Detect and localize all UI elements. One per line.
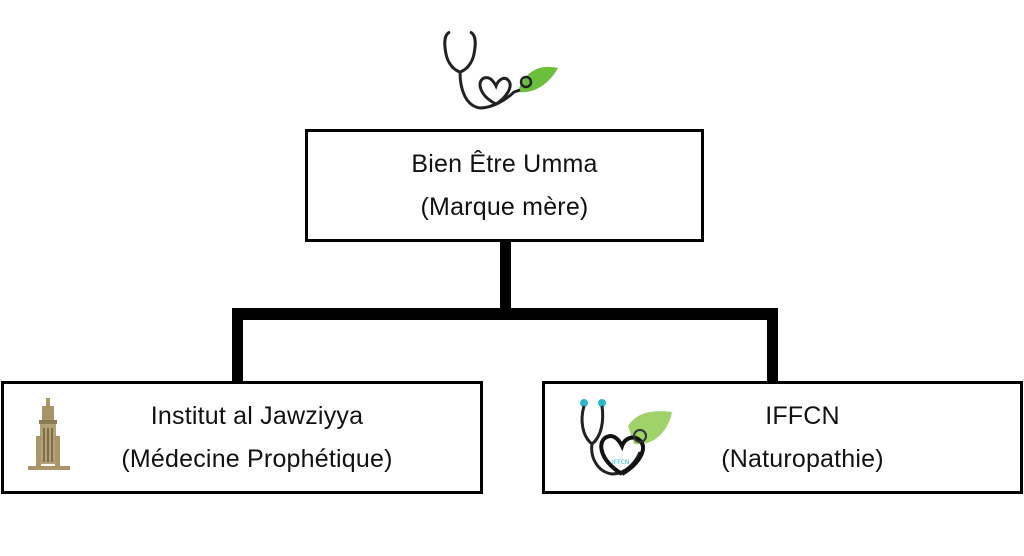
svg-text:IFFCN: IFFCN	[612, 459, 629, 466]
child-node-subtitle: (Naturopathie)	[721, 444, 884, 473]
root-node-title: Bien Être Umma	[411, 149, 598, 178]
root-node-box: Bien Être Umma (Marque mère)	[305, 129, 704, 242]
connector-left-drop	[232, 308, 243, 384]
child-node-subtitle: (Médecine Prophétique)	[121, 444, 393, 473]
root-node-subtitle: (Marque mère)	[420, 192, 589, 221]
stethoscope-heart-leaf-icon: IFFCN	[580, 399, 672, 476]
child-node-title: IFFCN	[765, 401, 840, 430]
connector-right-drop	[767, 308, 778, 384]
child-node-title: Institut al Jawziyya	[150, 401, 364, 430]
stethoscope-heart-leaf-icon	[443, 30, 558, 110]
child-node-box-jawziyya: Institut al Jawziyya (Médecine Prophétiq…	[1, 381, 483, 494]
minaret-tower-icon	[28, 398, 70, 470]
connector-stem	[500, 240, 511, 316]
connector-horizontal	[232, 308, 778, 320]
child-node-box-iffcn: IFFCN (Naturopathie)	[542, 381, 1023, 494]
